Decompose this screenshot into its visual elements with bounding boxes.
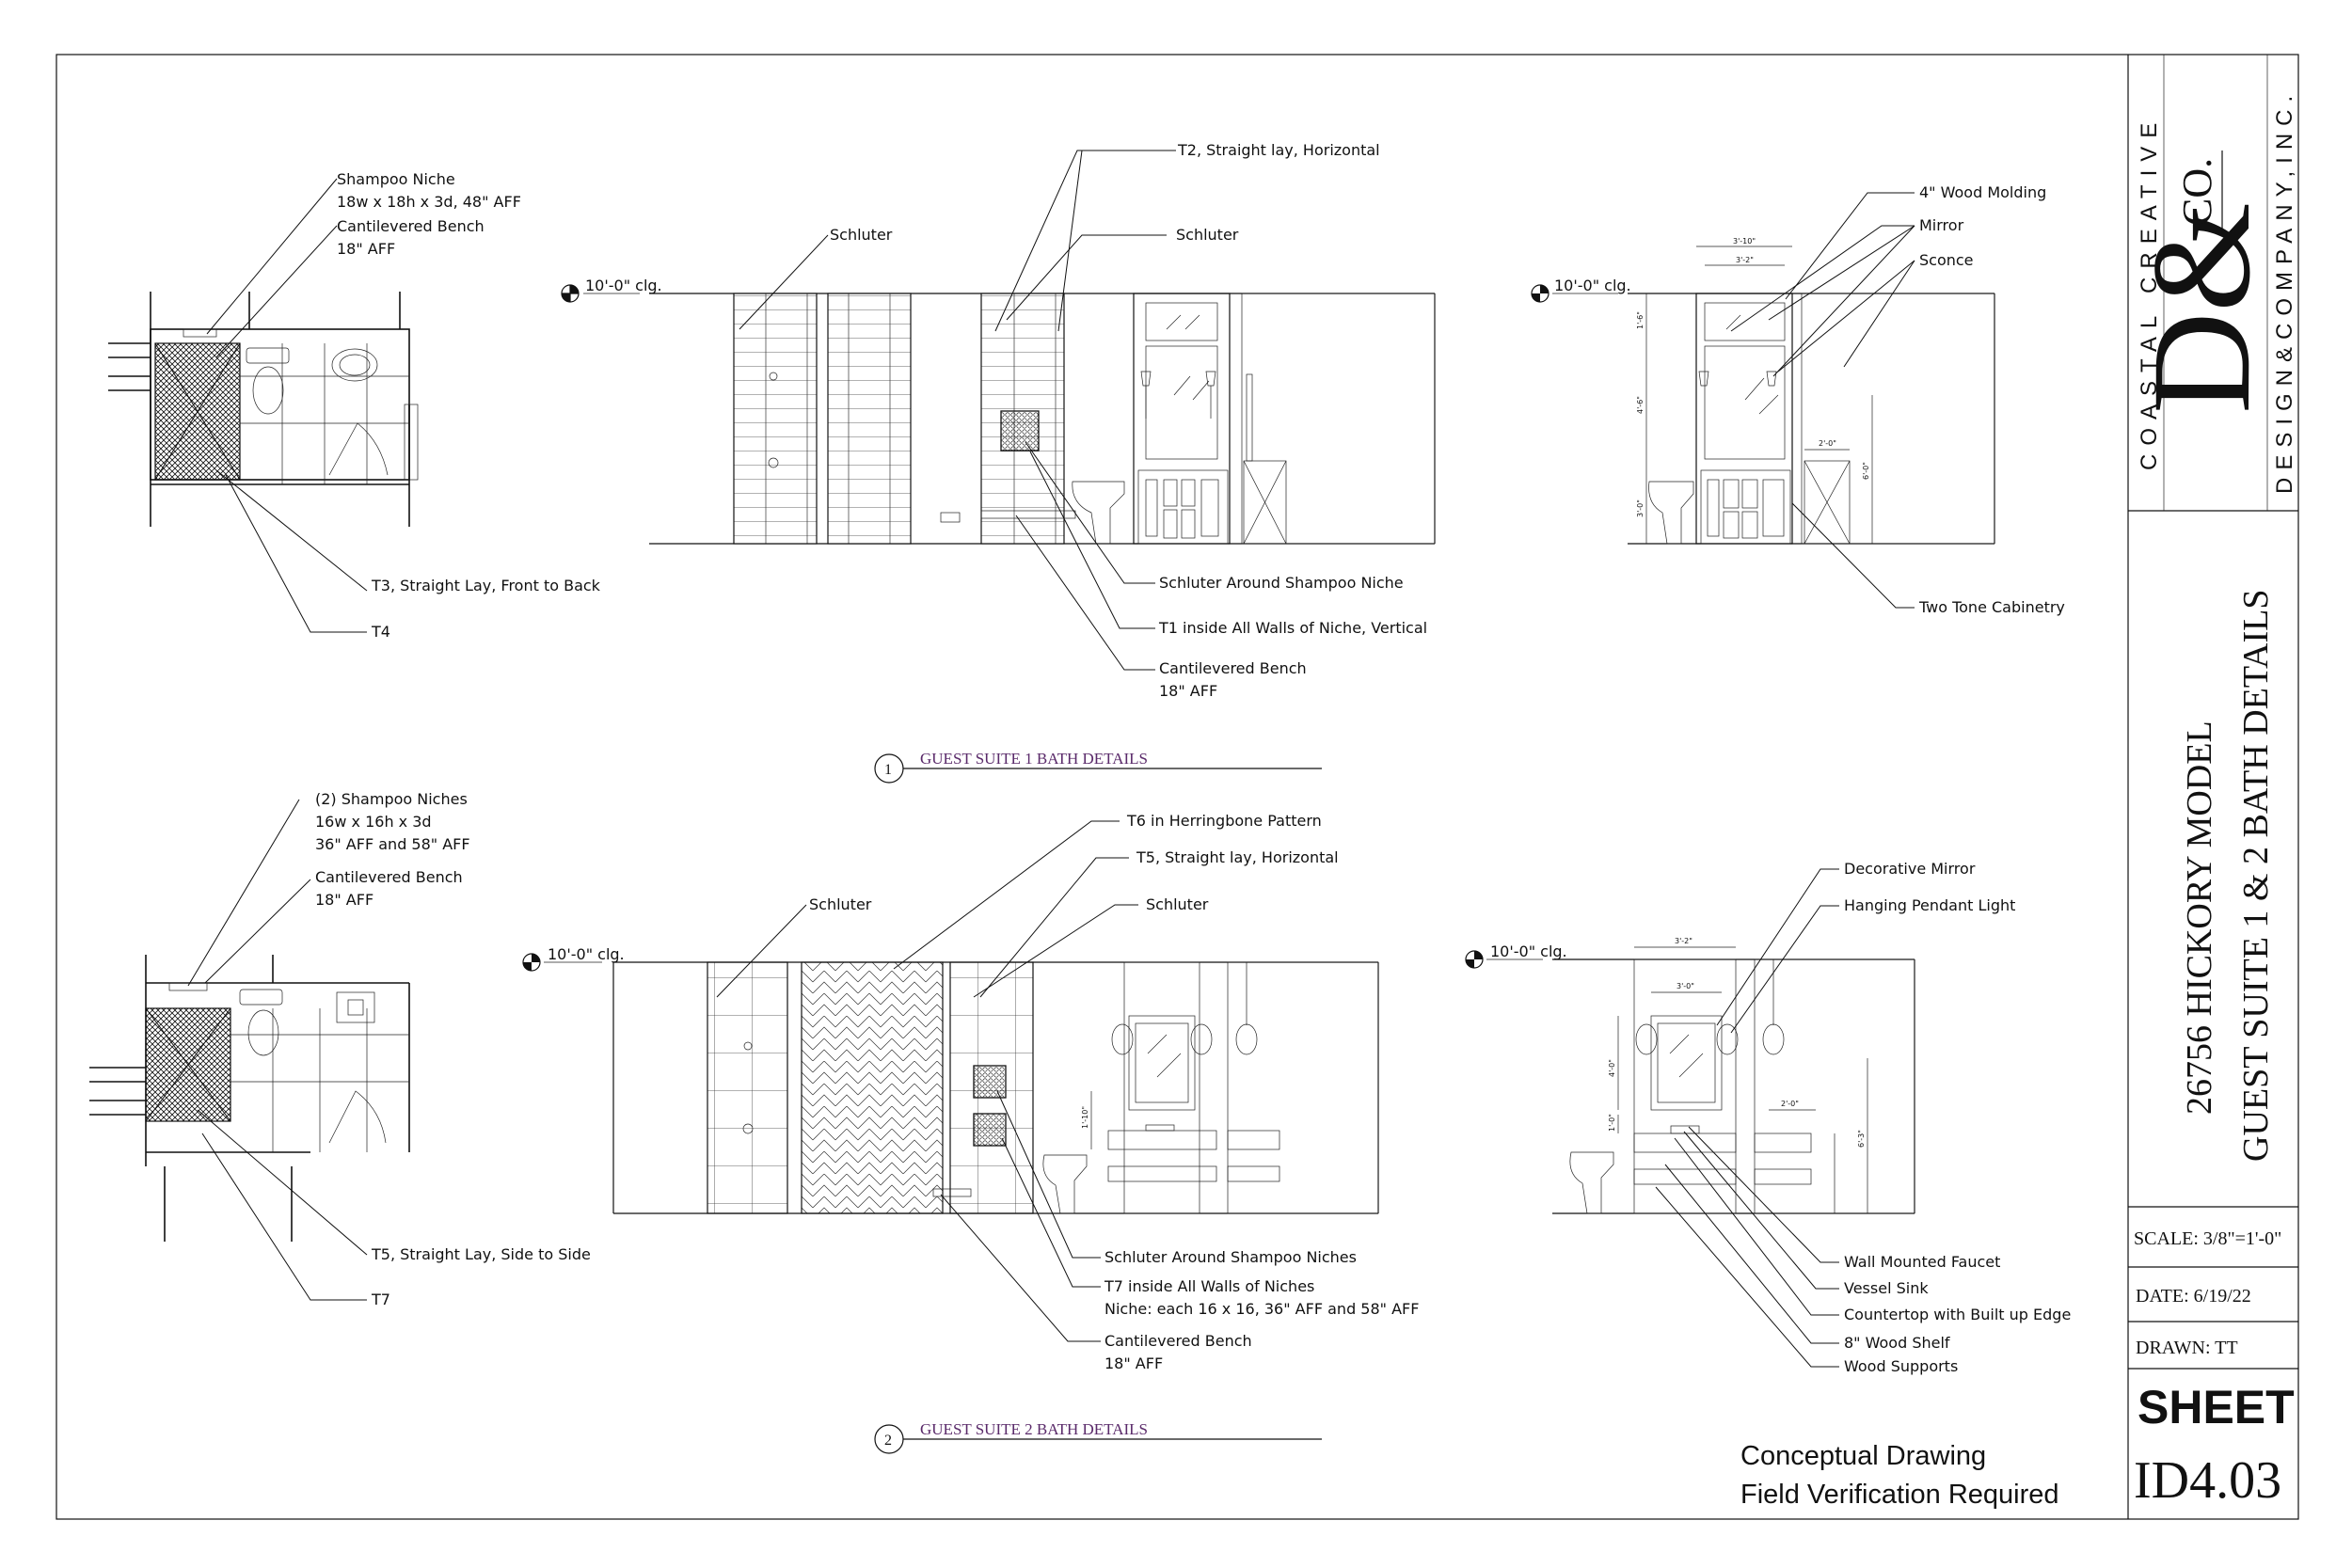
s2-ceiling-label: 10'-0" clg.	[548, 945, 625, 963]
s2-dim-4-0: 4'-0"	[1608, 1059, 1616, 1077]
suite2-plan-leaders	[187, 799, 368, 1301]
sheet-subtitle: GUEST SUITE 1 & 2 BATH DETAILS	[2236, 590, 2276, 1162]
s1-molding-label: 4" Wood Molding	[1919, 183, 2046, 201]
suite1-plan-leaders	[206, 178, 368, 633]
s1-vanity-ceiling-label: 10'-0" clg.	[1554, 277, 1631, 294]
sheet-border	[56, 54, 2299, 1520]
s1-schluter-right-label: Schluter	[1176, 226, 1239, 244]
drawn-label: DRAWN: TT	[2136, 1338, 2238, 1358]
s1-shampoo-niche-label: Shampoo Niche	[337, 170, 455, 188]
s2-dim-1-0: 1'-0"	[1608, 1114, 1616, 1132]
s2-mirror-label: Decorative Mirror	[1844, 860, 1976, 878]
detail2-title: GUEST SUITE 2 BATH DETAILS	[920, 1420, 1148, 1438]
s2-vanity-ceiling-label: 10'-0" clg.	[1490, 942, 1567, 960]
conceptual-note: Conceptual Drawing	[1740, 1441, 1986, 1471]
suite2-floor-plan	[89, 955, 410, 1242]
sheet-number: ID4.03	[2134, 1451, 2281, 1510]
s2-sink-label: Vessel Sink	[1844, 1279, 1929, 1297]
s2-elev-bench-label: Cantilevered Bench	[1104, 1332, 1252, 1350]
s2-bench-label: Cantilevered Bench	[315, 868, 463, 886]
detail1-number: 1	[884, 762, 892, 778]
s1-dim-1-6: 1'-6"	[1636, 311, 1645, 329]
suite2-ceiling-marker	[522, 953, 602, 972]
s2-niches-label: (2) Shampoo Niches	[315, 790, 468, 808]
s1-dim-3-10: 3'-10"	[1733, 237, 1756, 245]
detail1-title-bubble	[874, 753, 1322, 784]
s1-dim-2-0: 2'-0"	[1819, 439, 1836, 448]
s2-dim-6-3: 6'-3"	[1857, 1130, 1866, 1148]
s1-t3-label: T3, Straight Lay, Front to Back	[371, 577, 601, 594]
brand-monogram: D&	[2123, 202, 2280, 414]
s1-elev-bench-height: 18" AFF	[1159, 682, 1217, 700]
s1-dim-6-0: 6'-0"	[1862, 462, 1870, 480]
detail1-title: GUEST SUITE 1 BATH DETAILS	[920, 750, 1148, 768]
suite1-vanity-ceiling-marker	[1531, 284, 1618, 303]
suite2-elevation-leaders	[716, 820, 1138, 1342]
s2-t7-label: T7	[371, 1291, 390, 1308]
s2-supports-label: Wood Supports	[1844, 1357, 1958, 1375]
s2-t6-label: T6 in Herringbone Pattern	[1126, 812, 1322, 830]
s1-t2-label: T2, Straight lay, Horizontal	[1177, 141, 1380, 159]
s1-bench-height: 18" AFF	[337, 240, 395, 258]
brand-tagline: COASTAL CREATIVE	[2137, 115, 2162, 470]
s1-t1-label: T1 inside All Walls of Niche, Vertical	[1158, 619, 1427, 637]
detail2-number: 2	[884, 1433, 892, 1449]
s2-faucet-label: Wall Mounted Faucet	[1844, 1253, 2000, 1271]
s2-t5-label: T5, Straight Lay, Side to Side	[371, 1245, 591, 1263]
s2-dim-3-2: 3'-2"	[1675, 937, 1692, 945]
s1-schluter-left-label: Schluter	[830, 226, 893, 244]
s2-bench-height: 18" AFF	[315, 891, 373, 909]
s2-dim-2-0: 2'-0"	[1781, 1100, 1799, 1108]
s1-t4-label: T4	[371, 623, 390, 641]
suite1-floor-plan	[108, 292, 419, 527]
suite1-vanity-leaders	[1730, 192, 1915, 609]
s2-t7-note: Niche: each 16 x 16, 36" AFF and 58" AFF	[1104, 1300, 1419, 1318]
suite1-ceiling-marker	[561, 284, 640, 303]
s1-elev-bench-label: Cantilevered Bench	[1159, 659, 1307, 677]
s1-dim-3-0: 3'-0"	[1636, 499, 1645, 517]
s2-schluter-niches-label: Schluter Around Shampoo Niches	[1104, 1248, 1357, 1266]
s2-niches-aff: 36" AFF and 58" AFF	[315, 835, 470, 853]
s1-bench-label: Cantilevered Bench	[337, 217, 485, 235]
s1-cabinetry-label: Two Tone Cabinetry	[1918, 598, 2065, 616]
suite1-elevation-leaders	[739, 150, 1176, 671]
sheet-label: SHEET	[2137, 1381, 2295, 1433]
s1-dim-4-6: 4'-6"	[1636, 396, 1645, 414]
s2-shelf-label: 8" Wood Shelf	[1844, 1334, 1950, 1352]
s1-sconce-label: Sconce	[1919, 251, 1974, 269]
s2-dim-1-10: 1'-10"	[1081, 1106, 1089, 1129]
s2-niches-dims: 16w x 16h x 3d	[315, 813, 432, 831]
s2-schluter-right-label: Schluter	[1146, 895, 1209, 913]
s1-dim-3-2: 3'-2"	[1736, 256, 1754, 264]
brand-company: DESIGN&COMPANY,INC.	[2272, 88, 2297, 494]
s2-countertop-label: Countertop with Built up Edge	[1844, 1306, 2071, 1323]
date-label: DATE: 6/19/22	[2136, 1286, 2251, 1307]
s2-pendant-label: Hanging Pendant Light	[1844, 896, 2015, 914]
project-title: 26756 HICKORY MODEL	[2180, 721, 2219, 1115]
s1-mirror-label: Mirror	[1919, 216, 1964, 234]
suite2-shower-elevation	[612, 961, 1379, 1214]
brand-co: CO.	[2174, 158, 2220, 226]
suite2-vanity-leaders	[1655, 868, 1839, 1368]
s1-ceiling-label: 10'-0" clg.	[585, 277, 662, 294]
s2-t7-elev-label: T7 inside All Walls of Niches	[1104, 1277, 1314, 1295]
suite1-shower-elevation	[649, 293, 1436, 545]
title-block: COASTAL CREATIVE D& CO. DESIGN&COMPANY,I…	[2123, 55, 2298, 1519]
s2-dim-3-0: 3'-0"	[1677, 982, 1694, 990]
suite1-vanity-elevation	[1628, 245, 1995, 545]
s1-schluter-niche-label: Schluter Around Shampoo Niche	[1159, 574, 1404, 592]
s2-t5-elev-label: T5, Straight lay, Horizontal	[1136, 848, 1339, 866]
suite2-vanity-ceiling-marker	[1465, 950, 1543, 969]
s2-schluter-left-label: Schluter	[809, 895, 872, 913]
detail2-title-bubble	[874, 1424, 1322, 1454]
field-verification-note: Field Verification Required	[1740, 1480, 2059, 1510]
s2-elev-bench-height: 18" AFF	[1104, 1354, 1163, 1372]
scale-label: SCALE: 3/8"=1'-0"	[2134, 1228, 2281, 1249]
s1-shampoo-niche-dims: 18w x 18h x 3d, 48" AFF	[337, 193, 521, 211]
